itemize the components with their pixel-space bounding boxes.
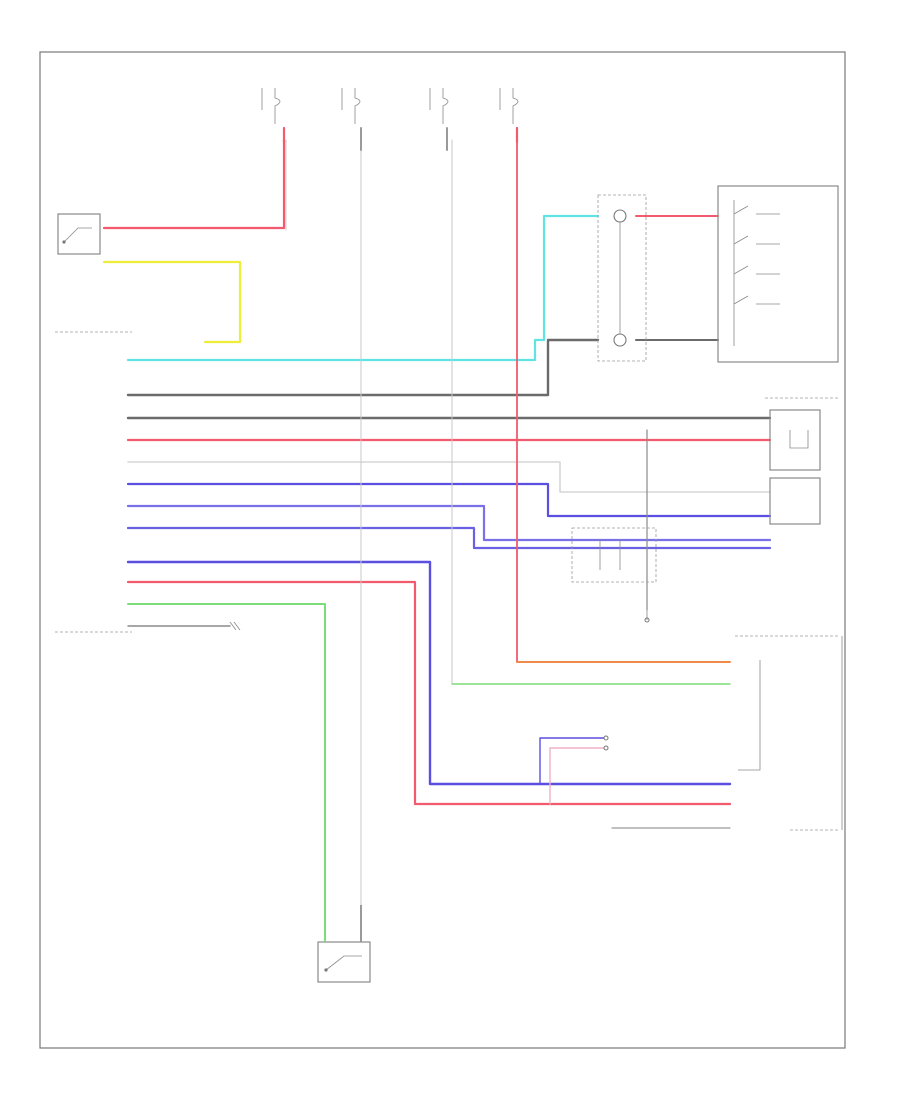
- wire-red-switch: [102, 138, 286, 230]
- power-source-group: [261, 88, 519, 124]
- wire-yellow: [102, 260, 242, 344]
- wires: [102, 126, 772, 906]
- lower-sensor-component: [317, 905, 371, 983]
- wire-junction-pink: [549, 747, 605, 805]
- wire-white: [127, 461, 771, 493]
- wire-blue-lower: [126, 560, 732, 786]
- wire-gray-ground: [126, 338, 600, 397]
- control-module-connector: [55, 331, 132, 633]
- switch-module-right: [717, 185, 839, 363]
- fuse-4: [499, 88, 519, 124]
- fuse-2: [341, 88, 361, 124]
- right-connectors: [735, 397, 843, 831]
- fuse-1: [261, 88, 281, 124]
- diagram-frame: [39, 51, 846, 1049]
- wire-blue-1: [126, 482, 772, 518]
- wire-junction-blue: [539, 737, 605, 785]
- wire-red-lower: [126, 580, 732, 806]
- wire-cyan: [126, 214, 600, 362]
- relay-block: [571, 527, 657, 623]
- fuse-3: [429, 88, 449, 124]
- wire-blue-white: [126, 504, 772, 542]
- connector-lower-right: [769, 477, 821, 525]
- wire-green-sensor: [127, 603, 326, 906]
- upper-switch-box: [57, 213, 101, 255]
- upper-switch-component: [57, 213, 101, 255]
- ground-symbol: [229, 621, 241, 631]
- wire-blue-red: [126, 526, 772, 550]
- connector-upper-right: [769, 409, 821, 471]
- junction-connector: [603, 735, 609, 751]
- combination-switch: [597, 194, 647, 362]
